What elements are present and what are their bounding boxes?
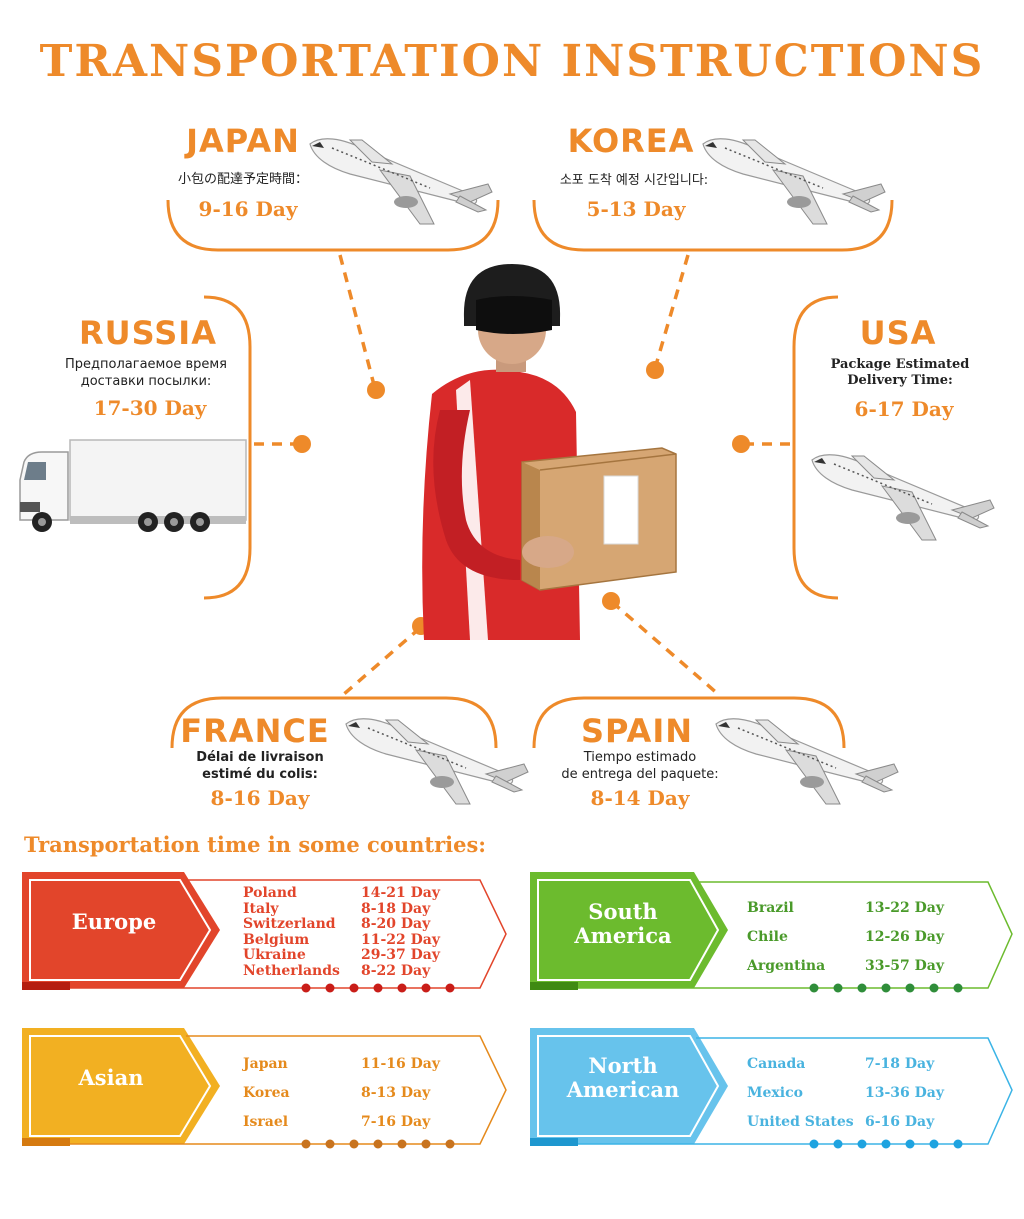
country-days: 8-18 Day: [361, 900, 431, 917]
region-north-american-name: North American: [538, 1054, 708, 1102]
country-days: 13-22 Day: [865, 900, 944, 916]
table-row: Belgium 11-22 Day: [243, 931, 440, 949]
country-days: 14-21 Day: [361, 885, 440, 901]
country-name: Netherlands: [243, 962, 340, 979]
region-europe-name: Europe: [71, 909, 157, 934]
france-name: FRANCE: [180, 712, 330, 750]
japan-name: JAPAN: [186, 122, 300, 160]
region-name-line: North: [588, 1053, 658, 1078]
table-row: Korea 8-13 Day: [243, 1079, 440, 1108]
table-row: Switzerland 8-20 Day: [243, 916, 440, 933]
country-days: 8-20 Day: [361, 916, 431, 932]
usa-days: 6-17 Day: [854, 397, 954, 421]
korea-subtitle: 소포 도착 예정 시간입니다:: [559, 173, 709, 188]
region-name-line: America: [574, 923, 672, 948]
country-name: Korea: [243, 1085, 290, 1101]
spain-subtitle-1: Tiempo estimado: [583, 750, 697, 765]
spain-name: SPAIN: [580, 712, 693, 750]
region-name-line: South: [588, 899, 658, 924]
usa-subtitle-1: Package Estimated: [830, 357, 970, 372]
country-name: Poland: [243, 885, 297, 901]
section-title: Transportation time in some countries:: [24, 832, 487, 857]
table-row: Canada 7-18 Day: [747, 1050, 944, 1079]
russia-days: 17-30 Day: [93, 396, 207, 420]
country-name: Argentina: [747, 958, 826, 974]
table-row: Ukraine 29-37 Day: [243, 947, 440, 964]
japan-days: 9-16 Day: [198, 197, 298, 221]
region-europe-list: Poland 14-21 Day Italy 8-18 Day Switzerlan…: [243, 885, 440, 980]
country-name: Switzerland: [243, 916, 336, 932]
table-row: United States 6-16 Day: [747, 1108, 944, 1137]
country-name: Canada: [747, 1056, 806, 1072]
korea-days: 5-13 Day: [586, 197, 686, 221]
spain-days: 8-14 Day: [590, 786, 690, 810]
country-name: Italy: [243, 900, 279, 917]
table-row: Brazil 13-22 Day: [747, 894, 944, 923]
country-name: Chile: [747, 929, 788, 945]
country-days: 8-13 Day: [361, 1085, 431, 1101]
country-days: 7-16 Day: [361, 1114, 431, 1130]
region-south-america-list: Brazil 13-22 Day Chile 12-26 Day Argentina…: [747, 894, 944, 981]
table-row: Israel 7-16 Day: [243, 1108, 440, 1137]
country-days: 29-37 Day: [361, 947, 440, 963]
country-days: 11-22 Day: [361, 931, 440, 948]
table-row: Mexico 13-36 Day: [747, 1079, 944, 1108]
region-name-line: American: [566, 1077, 680, 1102]
country-name: Japan: [243, 1056, 288, 1072]
region-north-american-list: Canada 7-18 Day Mexico 13-36 Day United St…: [747, 1050, 944, 1137]
country-days: 6-16 Day: [865, 1114, 935, 1130]
table-row: Japan 11-16 Day: [243, 1050, 440, 1079]
russia-subtitle-2: доставки посылки:: [80, 374, 212, 389]
table-row: Netherlands 8-22 Day: [243, 962, 440, 980]
country-days: 11-16 Day: [361, 1056, 440, 1072]
france-subtitle-1: Délai de livraison: [196, 750, 324, 765]
region-asian-list: Japan 11-16 Day Korea 8-13 Day Israel 7-16 …: [243, 1050, 440, 1137]
table-row: Chile 12-26 Day: [747, 923, 944, 952]
korea-name: KOREA: [567, 122, 695, 160]
usa-subtitle-2: Delivery Time:: [847, 373, 953, 388]
country-name: Brazil: [747, 900, 794, 916]
country-days: 7-18 Day: [865, 1056, 935, 1072]
region-south-america-name: South America: [538, 900, 708, 948]
table-row: Italy 8-18 Day: [243, 900, 440, 918]
country-days: 8-22 Day: [361, 962, 431, 979]
country-name: Israel: [243, 1114, 289, 1130]
table-row: Argentina 33-57 Day: [747, 952, 944, 981]
country-days: 13-36 Day: [865, 1085, 944, 1101]
spain-subtitle-2: de entrega del paquete:: [561, 767, 719, 782]
country-name: Mexico: [747, 1085, 803, 1101]
russia-name: RUSSIA: [79, 314, 217, 352]
country-name: Belgium: [243, 931, 310, 948]
usa-name: USA: [859, 314, 937, 352]
country-days: 12-26 Day: [865, 929, 944, 945]
russia-subtitle-1: Предполагаемое время: [65, 357, 227, 372]
page-title: TRANSPORTATION INSTRUCTIONS: [39, 36, 985, 87]
country-name: United States: [747, 1114, 854, 1130]
region-asian-name: Asian: [78, 1065, 144, 1090]
country-days: 33-57 Day: [865, 958, 944, 974]
france-subtitle-2: estimé du colis:: [202, 767, 318, 782]
france-days: 8-16 Day: [210, 786, 310, 810]
country-name: Ukraine: [243, 947, 306, 963]
japan-subtitle: 小包の配達予定時間：: [177, 172, 308, 187]
table-row: Poland 14-21 Day: [243, 885, 440, 902]
